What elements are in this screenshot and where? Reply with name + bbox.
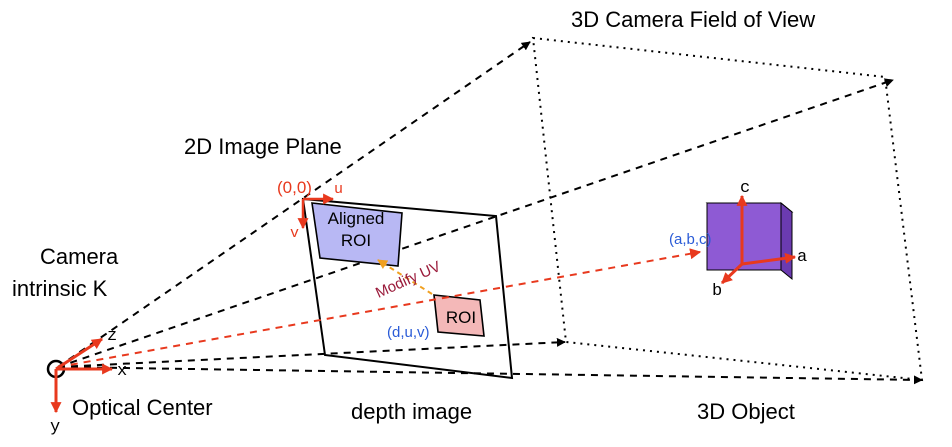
ray-bottom-right	[57, 366, 923, 385]
cube-axis-b	[720, 262, 744, 285]
camera-label-line2: intrinsic K	[12, 276, 108, 301]
roi-label: ROI	[446, 308, 476, 327]
frustum-rays	[57, 41, 923, 385]
cube-3d-object	[705, 201, 794, 281]
camera-z-label: z	[107, 327, 117, 346]
cube-side-face	[780, 201, 793, 281]
ray-top-left	[57, 41, 531, 368]
v-axis-label: v	[290, 225, 299, 242]
ray-bottom-left	[57, 337, 566, 368]
cube-axis-c-label: c	[740, 179, 750, 198]
camera-z-axis	[55, 337, 103, 371]
abc-coordinate-label: (a,b,c)	[669, 231, 712, 248]
aligned-roi-label-line1: Aligned	[328, 209, 385, 228]
3d-object-label: 3D Object	[697, 399, 795, 424]
cube-front-face	[706, 202, 782, 271]
origin-label: (0,0)	[277, 178, 312, 197]
cube-axis-b-label: b	[712, 282, 722, 301]
duv-coordinate-label: (d,u,v)	[387, 324, 430, 341]
aligned-roi-label-line2: ROI	[341, 231, 371, 250]
projection-ray	[57, 248, 702, 368]
modify-uv-arrow	[377, 259, 433, 295]
roi-box	[433, 294, 485, 337]
fov-title: 3D Camera Field of View	[571, 7, 815, 32]
ray-top-right	[57, 78, 894, 368]
camera-label-line1: Camera	[40, 244, 119, 269]
aligned-roi-box	[311, 202, 403, 267]
optical-center-label: Optical Center	[72, 395, 213, 420]
camera-x-label: x	[117, 362, 127, 381]
image-plane	[301, 197, 514, 380]
depth-image-label: depth image	[351, 399, 472, 424]
camera-y-label: y	[50, 418, 60, 437]
far-plane-outline	[531, 36, 924, 382]
cube-axis-a	[741, 252, 797, 266]
image-plane-title: 2D Image Plane	[184, 134, 342, 159]
cube-axis-a-label: a	[797, 248, 807, 267]
u-axis-label: u	[334, 181, 343, 198]
